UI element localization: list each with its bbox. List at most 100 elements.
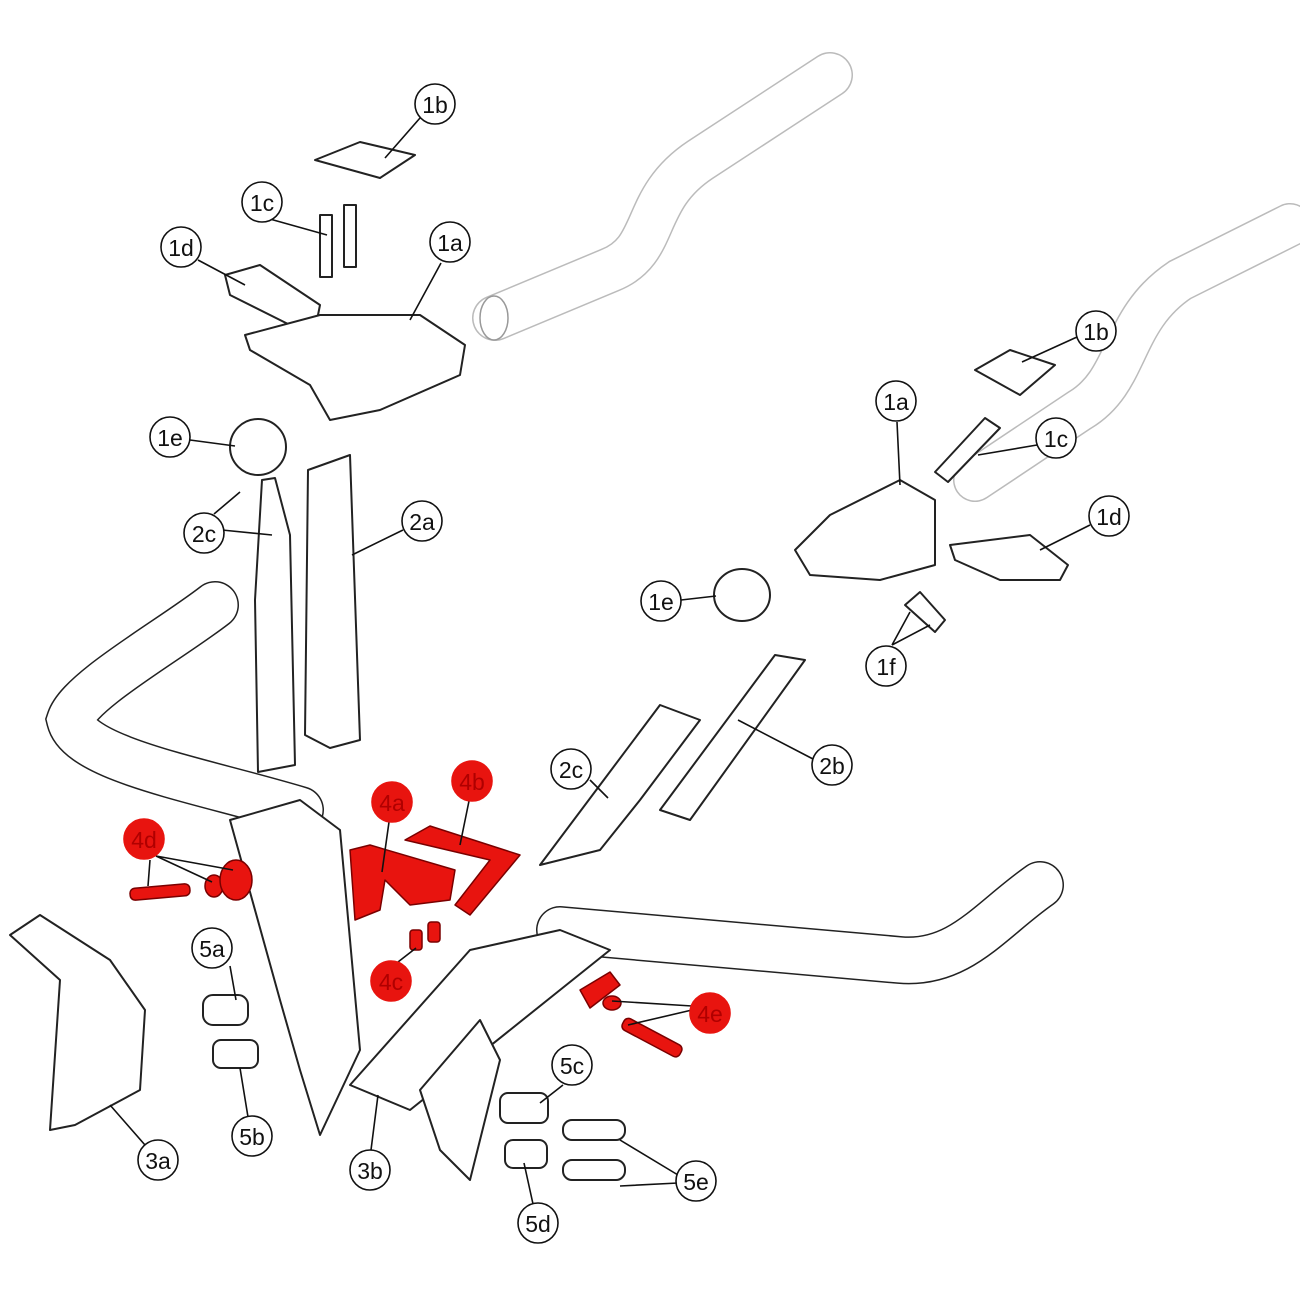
callout-text: 1b [422, 92, 448, 118]
part-2b [659, 654, 806, 821]
callout-3b: 3b [349, 1149, 391, 1191]
callout-circle [414, 83, 456, 125]
callout-circle [241, 181, 283, 223]
callout-circle [349, 1149, 391, 1191]
callout-circle [811, 744, 853, 786]
callout-circle [1035, 417, 1077, 459]
callout-1c-right: 1c [1035, 417, 1077, 459]
callout-circle [1088, 495, 1130, 537]
callout-1a-left: 1a [429, 221, 471, 263]
callout-text: 5a [199, 936, 225, 962]
callout-5e: 5e [675, 1160, 717, 1202]
callout-5c: 5c [551, 1044, 593, 1086]
part-4c [409, 921, 441, 951]
callout-text: 1b [1083, 319, 1109, 345]
callout-text: 2b [819, 753, 845, 779]
part-1b-right [974, 349, 1056, 396]
callout-circle [149, 416, 191, 458]
callout-text: 3b [357, 1158, 383, 1184]
callout-circle [231, 1115, 273, 1157]
callout-text: 1c [1044, 426, 1068, 452]
callout-text: 4e [697, 1001, 723, 1027]
ghost-extension-right [953, 203, 1300, 502]
callout-circle [875, 380, 917, 422]
part-4e [579, 971, 683, 1058]
part-1d-right [949, 534, 1069, 581]
callout-text: 2c [559, 757, 583, 783]
callout-circle [550, 748, 592, 790]
callout-1b-left: 1b [414, 83, 456, 125]
basebar-right [536, 861, 1064, 985]
part-2c-left [254, 477, 296, 773]
callout-5d: 5d [517, 1202, 559, 1244]
part-5b [212, 1039, 259, 1069]
part-1e-right [713, 568, 771, 622]
callout-1b-right: 1b [1075, 310, 1117, 352]
part-3a [9, 914, 146, 1131]
callout-text: 1f [876, 654, 896, 680]
part-4a [349, 844, 456, 921]
callout-text: 1e [157, 425, 183, 451]
stem-body [229, 799, 361, 1136]
callout-5b: 5b [231, 1115, 273, 1157]
callout-circle [371, 781, 413, 823]
callout-text: 1d [168, 235, 194, 261]
callout-1e-left: 1e [149, 416, 191, 458]
ghost-extension-left [472, 52, 853, 341]
basebar-left [45, 581, 324, 834]
callout-1c-left: 1c [241, 181, 283, 223]
part-1e-left [229, 418, 287, 476]
callout-text: 1d [1096, 504, 1122, 530]
callout-circle [451, 760, 493, 802]
callout-4b: 4b [451, 760, 493, 802]
part-2c-right [539, 704, 701, 866]
callout-text: 5d [525, 1211, 551, 1237]
callout-circle [865, 645, 907, 687]
callout-circle [551, 1044, 593, 1086]
callout-text: 4c [379, 969, 403, 995]
callout-text: 1a [883, 389, 909, 415]
callout-text: 5b [239, 1124, 265, 1150]
callout-circle [370, 960, 412, 1002]
part-1a-left [244, 314, 466, 421]
part-1c-right [934, 417, 1001, 483]
callout-text: 1a [437, 230, 463, 256]
callout-4d: 4d [123, 818, 165, 860]
callout-circle [191, 927, 233, 969]
callout-5a: 5a [191, 927, 233, 969]
part-1f [904, 591, 946, 633]
part-3b [419, 1019, 501, 1181]
callout-text: 4a [379, 790, 405, 816]
part-2a [304, 454, 361, 749]
callout-4c: 4c [370, 960, 412, 1002]
part-5d [504, 1139, 548, 1169]
callout-2c-right: 2c [550, 748, 592, 790]
callout-text: 4d [131, 827, 157, 853]
callout-circle [517, 1202, 559, 1244]
callout-circle [689, 992, 731, 1034]
part-1c-left [319, 204, 357, 278]
callout-text: 4b [459, 769, 485, 795]
callout-circle [160, 226, 202, 268]
callout-circle [401, 500, 443, 542]
part-1b-left [314, 141, 416, 179]
callout-text: 2a [409, 509, 435, 535]
callout-3a: 3a [137, 1139, 179, 1181]
part-1a-right [794, 479, 936, 581]
callout-text: 5e [683, 1169, 709, 1195]
callout-1e-right: 1e [640, 580, 682, 622]
callout-circle [1075, 310, 1117, 352]
part-4d [129, 859, 253, 901]
callout-circle [123, 818, 165, 860]
callout-circle [675, 1160, 717, 1202]
callout-2b-right: 2b [811, 744, 853, 786]
leader-lines [109, 117, 1091, 1205]
callout-1d-right: 1d [1088, 495, 1130, 537]
part-5a [202, 994, 249, 1026]
callout-2c-left: 2c [183, 512, 225, 554]
callout-1f-right: 1f [865, 645, 907, 687]
callout-text: 3a [145, 1148, 171, 1174]
part-4b [404, 825, 521, 916]
